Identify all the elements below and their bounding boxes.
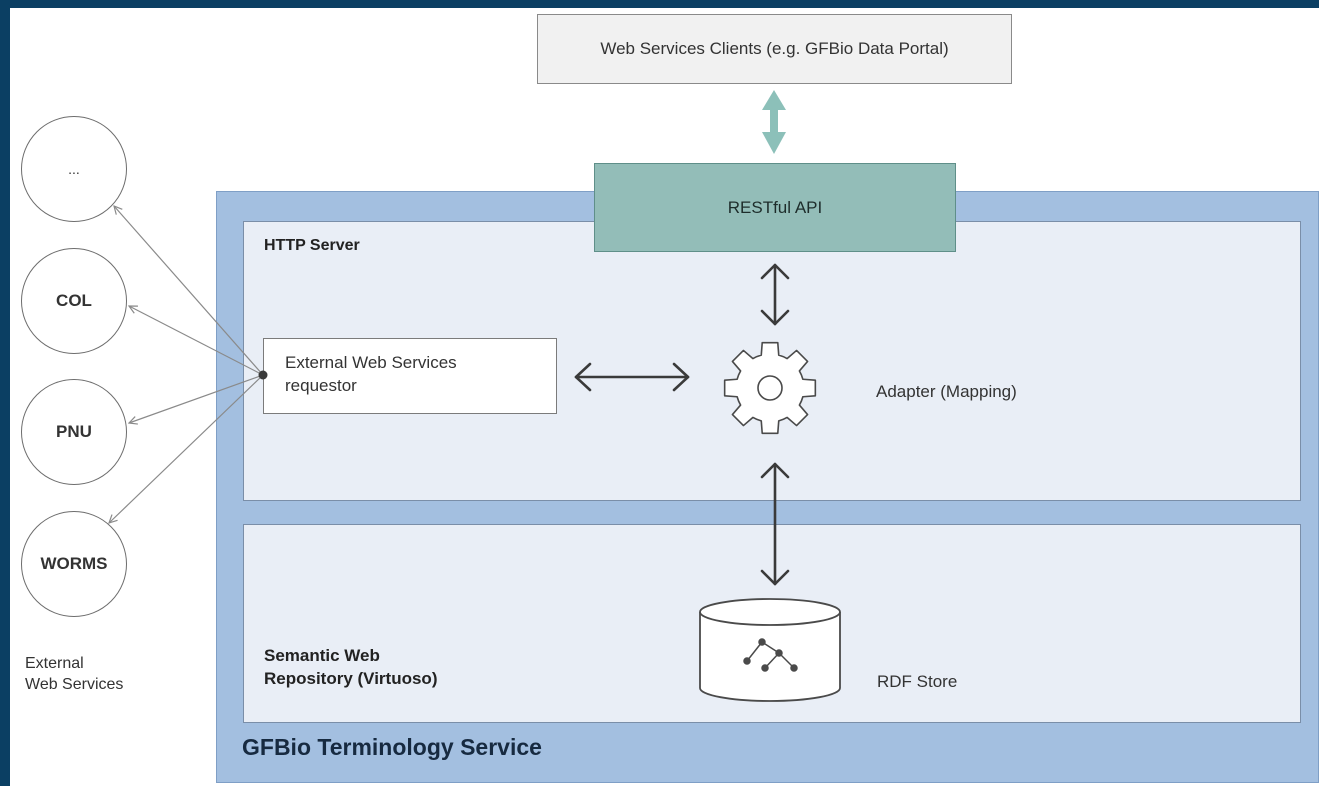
diagram-canvas: Web Services Clients (e.g. GFBio Data Po… xyxy=(10,8,1319,786)
requestor-adapter-arrow xyxy=(574,362,690,392)
external-service-circle-pnu: PNU xyxy=(21,379,127,485)
web-services-clients-box: Web Services Clients (e.g. GFBio Data Po… xyxy=(537,14,1012,84)
external-service-label-col: COL xyxy=(56,291,92,310)
restful-api-box: RESTful API xyxy=(594,163,956,252)
rdf-store-label: RDF Store xyxy=(877,672,958,691)
external-service-circle-col: COL xyxy=(21,248,127,354)
terminology-service-title: GFBio Terminology Service xyxy=(242,734,542,760)
requestor-connector-dot xyxy=(258,370,268,380)
external-service-circle-more: ... xyxy=(21,116,127,222)
http-server-title: HTTP Server xyxy=(264,237,360,254)
external-service-label-more: ... xyxy=(68,161,80,177)
web-services-clients-label: Web Services Clients (e.g. GFBio Data Po… xyxy=(600,39,949,58)
connector-overlay xyxy=(10,90,841,702)
external-service-label-pnu: PNU xyxy=(56,422,92,441)
semantic-repository-title-line2: Repository (Virtuoso) xyxy=(264,669,438,688)
api-adapter-arrow xyxy=(760,263,790,326)
external-caption-line1: External xyxy=(25,655,84,672)
adapter-label: Adapter (Mapping) xyxy=(876,382,1017,401)
external-web-services-caption: External Web Services xyxy=(25,653,123,695)
requestor-label-line1: External Web Services xyxy=(285,353,457,372)
graph-network-icon xyxy=(743,638,798,672)
external-caption-line2: Web Services xyxy=(25,676,124,693)
semantic-repository-title-line1: Semantic Web xyxy=(264,646,380,665)
client-api-arrow xyxy=(762,90,786,154)
external-service-circle-worms: WORMS xyxy=(21,511,127,617)
adapter-store-arrow xyxy=(760,462,790,586)
external-web-services-requestor-box: External Web Services requestor xyxy=(263,338,557,414)
gear-icon xyxy=(723,341,817,435)
semantic-repository-title: Semantic Web Repository (Virtuoso) xyxy=(264,644,437,690)
requestor-label-line2: requestor xyxy=(285,376,357,395)
external-service-connectors xyxy=(109,206,264,523)
rdf-store-cylinder-icon xyxy=(699,598,841,702)
external-service-label-worms: WORMS xyxy=(40,554,108,573)
restful-api-label: RESTful API xyxy=(727,197,823,217)
